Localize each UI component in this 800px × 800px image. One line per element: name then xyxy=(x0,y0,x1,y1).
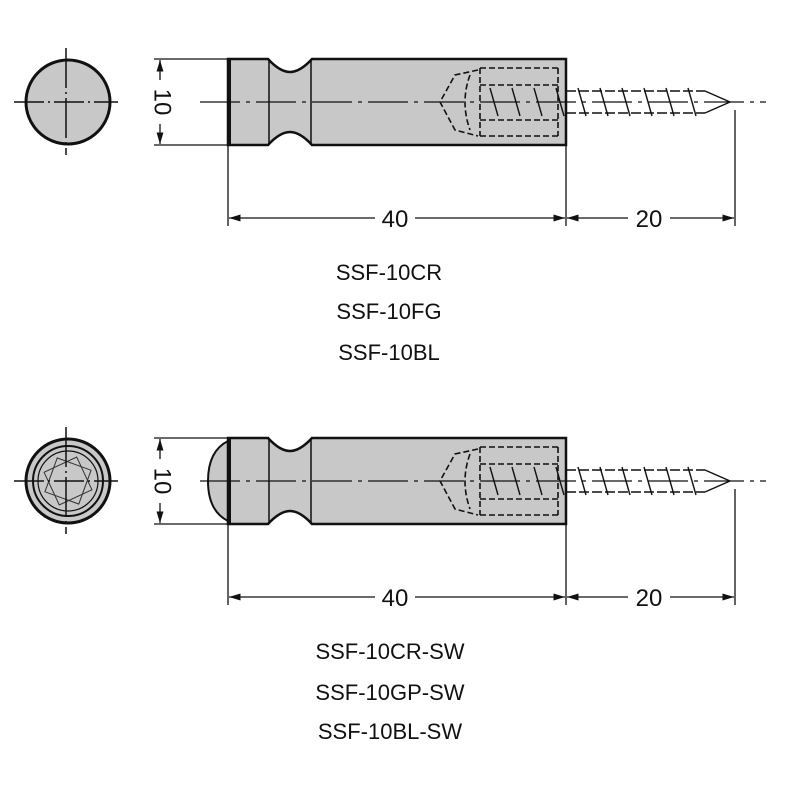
model-number-label: SSF-10CR xyxy=(336,260,442,285)
part-drawing-plain-end: 10 40 20 xyxy=(14,48,766,233)
screw-length-label: 20 xyxy=(636,585,663,612)
diameter-label: 10 xyxy=(149,468,176,495)
model-number-label: SSF-10BL-SW xyxy=(318,719,462,744)
model-number-label: SSF-10GP-SW xyxy=(315,680,464,705)
end-view xyxy=(14,427,118,534)
length-dimensions xyxy=(227,489,736,605)
part-drawing-crystal-end: 10 40 20 xyxy=(14,427,766,612)
diameter-dimension xyxy=(154,58,228,146)
body-length-label: 40 xyxy=(382,206,409,233)
model-number-label: SSF-10CR-SW xyxy=(315,639,464,664)
end-view xyxy=(14,48,118,155)
diameter-dimension xyxy=(154,437,228,525)
body-length-label: 40 xyxy=(382,585,409,612)
model-number-label: SSF-10BL xyxy=(338,340,440,365)
hidden-anchor xyxy=(439,67,560,137)
screw-length-label: 20 xyxy=(636,206,663,233)
length-dimensions xyxy=(227,110,736,226)
model-number-label: SSF-10FG xyxy=(336,299,441,324)
diameter-label: 10 xyxy=(149,89,176,116)
